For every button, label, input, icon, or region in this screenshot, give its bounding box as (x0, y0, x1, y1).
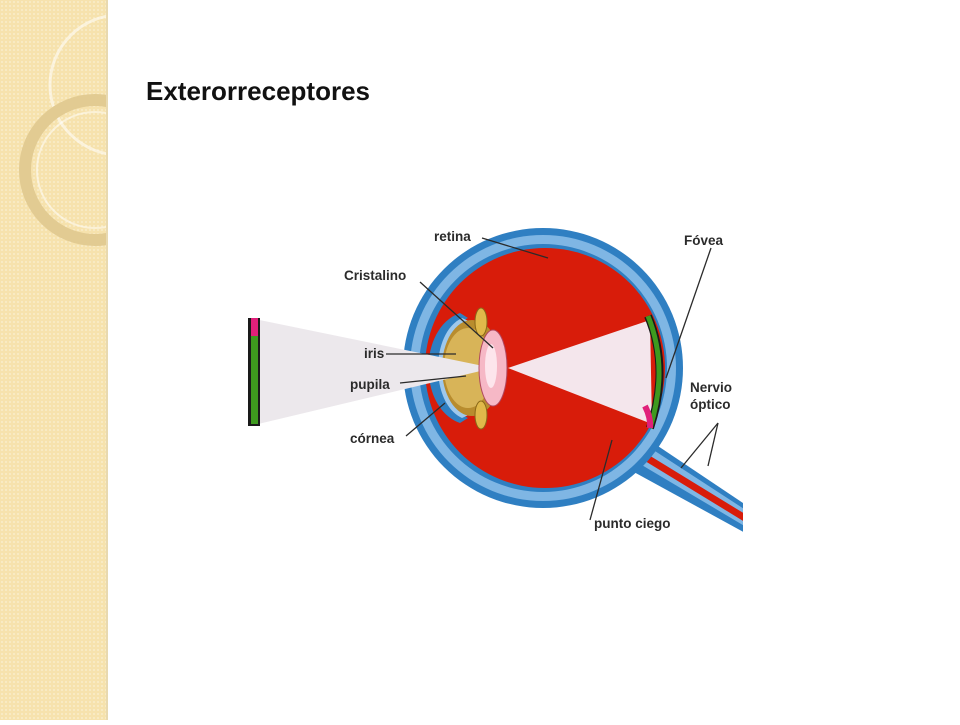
label-punto-ciego: punto ciego (594, 516, 671, 531)
object-green (251, 336, 258, 424)
cornea (428, 313, 468, 423)
object-pink (251, 318, 258, 336)
decorative-ring-inner (36, 111, 154, 229)
incoming-light-beam (250, 318, 493, 426)
ciliary-body-top (474, 307, 488, 337)
leader-nervio-1 (680, 422, 719, 469)
ciliary-body-bottom (474, 400, 488, 430)
refracted-light-cone (508, 320, 652, 424)
leader-retina (481, 237, 549, 259)
decorative-ring-large (48, 13, 192, 157)
leader-fovea (665, 247, 712, 379)
label-retina: retina (434, 229, 471, 244)
slide-title: Exterorreceptores (146, 76, 370, 106)
label-pupila: pupila (350, 377, 390, 392)
eye-diagram-svg: retina Fóvea Cristalino iris pupila córn… (248, 228, 743, 532)
decorative-rings (19, 13, 192, 246)
eye-diagram: retina Fóvea Cristalino iris pupila córn… (238, 218, 758, 538)
leader-lines (386, 237, 719, 521)
label-nervio-line2: óptico (690, 397, 731, 412)
leader-cristalino (419, 281, 494, 349)
optic-nerve-core (632, 446, 743, 521)
lens-highlight (485, 344, 497, 388)
label-iris: iris (364, 346, 384, 361)
leader-cornea (405, 402, 446, 437)
decorative-side-band (0, 0, 192, 720)
leader-punto-ciego (589, 439, 613, 521)
label-nervio-line1: Nervio (690, 380, 732, 395)
label-cristalino: Cristalino (344, 268, 406, 283)
retina-image-green (645, 315, 662, 429)
leader-pupila (399, 375, 467, 384)
label-fovea: Fóvea (684, 233, 724, 248)
label-cornea: córnea (350, 431, 395, 446)
leader-nervio-2 (707, 422, 719, 467)
side-band-divider (106, 0, 108, 720)
retina-image-pink (642, 404, 654, 429)
